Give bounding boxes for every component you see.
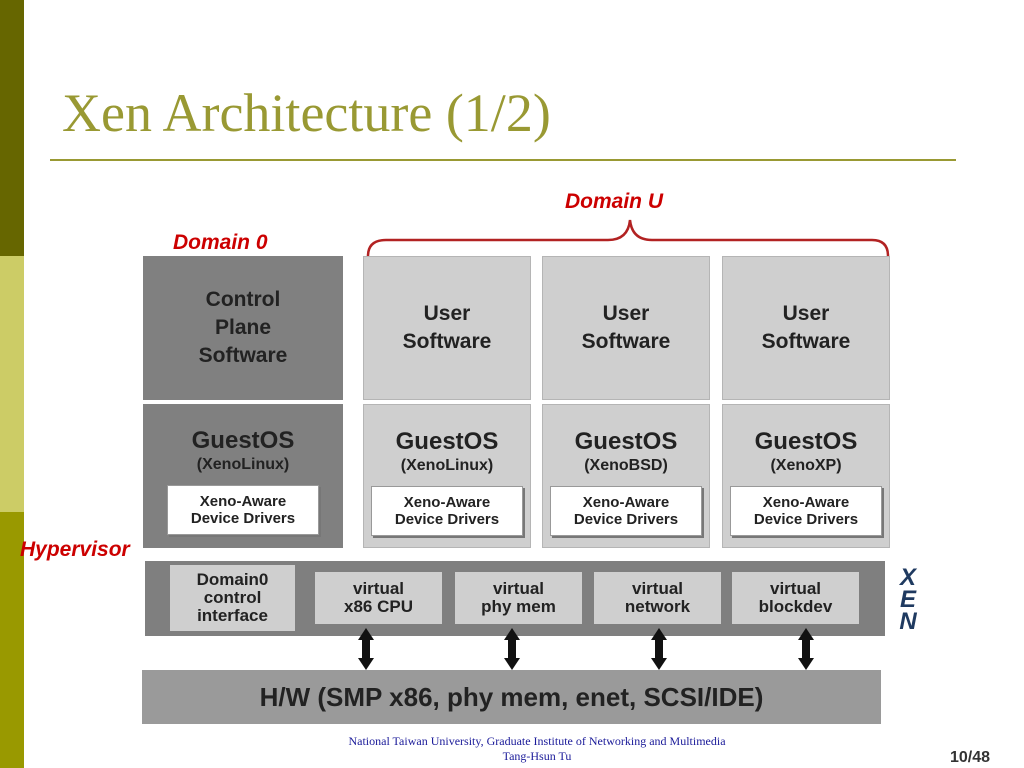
domain0-top-line3: Software (198, 344, 288, 367)
domainu-2-drivers-line2: Device Drivers (573, 511, 679, 528)
domainu-2-top-line1: User (602, 302, 650, 325)
footer-line2: Tang-Hsun Tu (502, 749, 572, 763)
domain0-guestos: GuestOS (XenoLinux) Xeno-Aware Device Dr… (143, 404, 343, 548)
virtual-mem-line1: virtual (492, 579, 545, 598)
control-interface-line3: interface (197, 606, 268, 625)
domainu-1-user-software: User Software (363, 256, 531, 400)
virtual-network-line2: network (624, 597, 691, 616)
page-number: 10/48 (950, 749, 991, 766)
virtual-blockdev: virtual blockdev (732, 572, 859, 624)
virtual-cpu-line1: virtual (352, 579, 405, 598)
domainu-3-user-software: User Software (722, 256, 890, 400)
domainu-3-top-line2: Software (761, 330, 851, 353)
virtual-blockdev-line2: blockdev (758, 597, 833, 616)
domainu-1-os-name: (XenoLinux) (400, 457, 494, 474)
domainu-3-device-drivers: Xeno-Aware Device Drivers (730, 486, 882, 536)
hypervisor-label: Hypervisor (20, 538, 130, 561)
domain0-top-line2: Plane (214, 316, 272, 339)
domainu-1-drivers-line2: Device Drivers (394, 511, 500, 528)
control-interface-line1: Domain0 (196, 570, 269, 589)
slide-title: Xen Architecture (1/2) (62, 83, 551, 143)
virtual-mem-line2: phy mem (481, 597, 556, 616)
virtual-cpu-line2: x86 CPU (344, 597, 413, 616)
virtual-x86-cpu: virtual x86 CPU (315, 572, 442, 624)
domainu-3-guestos: GuestOS (XenoXP) Xeno-Aware Device Drive… (722, 404, 890, 548)
hypervisor-hardware-arrows (358, 628, 814, 670)
sidebar-block-bottom (0, 512, 24, 768)
domainu-1-guestos: GuestOS (XenoLinux) Xeno-Aware Device Dr… (363, 404, 531, 548)
arrow-blockdev (798, 628, 814, 670)
domain0-drivers-line2: Device Drivers (190, 510, 296, 527)
xen-logo: X E N (893, 564, 923, 635)
domainu-3-top-line1: User (782, 302, 830, 325)
domainu-1-drivers-line1: Xeno-Aware (403, 494, 491, 511)
domainu-2-user-software: User Software (542, 256, 710, 400)
domainu-2-guestos: GuestOS (XenoBSD) Xeno-Aware Device Driv… (542, 404, 710, 548)
domainu-3-drivers-line2: Device Drivers (753, 511, 859, 528)
title-underline (50, 159, 956, 161)
domain0-os-name: (XenoLinux) (196, 456, 290, 473)
domain0-control-plane-software: Control Plane Software (143, 256, 343, 400)
domainu-3-drivers-line1: Xeno-Aware (762, 494, 850, 511)
domainu-1-top-line2: Software (402, 330, 492, 353)
sidebar-block-top (0, 0, 24, 256)
footer-line1: National Taiwan University, Graduate Ins… (348, 734, 726, 748)
domainu-1-top-line1: User (423, 302, 471, 325)
arrow-cpu (358, 628, 374, 670)
domainu-3-os-name: (XenoXP) (770, 457, 842, 474)
arrow-network (651, 628, 667, 670)
domainu-2-device-drivers: Xeno-Aware Device Drivers (550, 486, 702, 536)
virtual-phy-mem: virtual phy mem (455, 572, 582, 624)
domainu-1-guestos-name: GuestOS (395, 428, 499, 455)
domain0-control-interface: Domain0 control interface (170, 565, 295, 631)
domainu-3-guestos-name: GuestOS (754, 428, 858, 455)
domain-u-label: Domain U (565, 190, 664, 213)
hardware-bar: H/W (SMP x86, phy mem, enet, SCSI/IDE) (142, 670, 881, 724)
domain0-device-drivers: Xeno-Aware Device Drivers (167, 485, 319, 535)
xen-logo-e: E (899, 586, 916, 613)
domainu-2-drivers-line1: Xeno-Aware (582, 494, 670, 511)
domain-0-label: Domain 0 (173, 231, 268, 254)
footer: National Taiwan University, Graduate Ins… (250, 734, 824, 764)
domain-u-brace (366, 219, 890, 257)
virtual-blockdev-line1: virtual (769, 579, 822, 598)
domainu-2-top-line2: Software (581, 330, 671, 353)
domain0-drivers-line1: Xeno-Aware (199, 493, 287, 510)
domainu-1-device-drivers: Xeno-Aware Device Drivers (371, 486, 523, 536)
sidebar-block-middle (0, 256, 24, 512)
control-interface-line2: control (203, 588, 262, 607)
domainu-2-guestos-name: GuestOS (574, 428, 678, 455)
virtual-network-line1: virtual (631, 579, 684, 598)
xen-logo-n: N (899, 608, 917, 635)
domain0-top-line1: Control (205, 288, 281, 311)
arrow-mem (504, 628, 520, 670)
domainu-2-os-name: (XenoBSD) (584, 457, 668, 474)
domain0-guestos-name: GuestOS (191, 427, 295, 454)
xen-logo-x: X (899, 564, 916, 591)
virtual-network: virtual network (594, 572, 721, 624)
